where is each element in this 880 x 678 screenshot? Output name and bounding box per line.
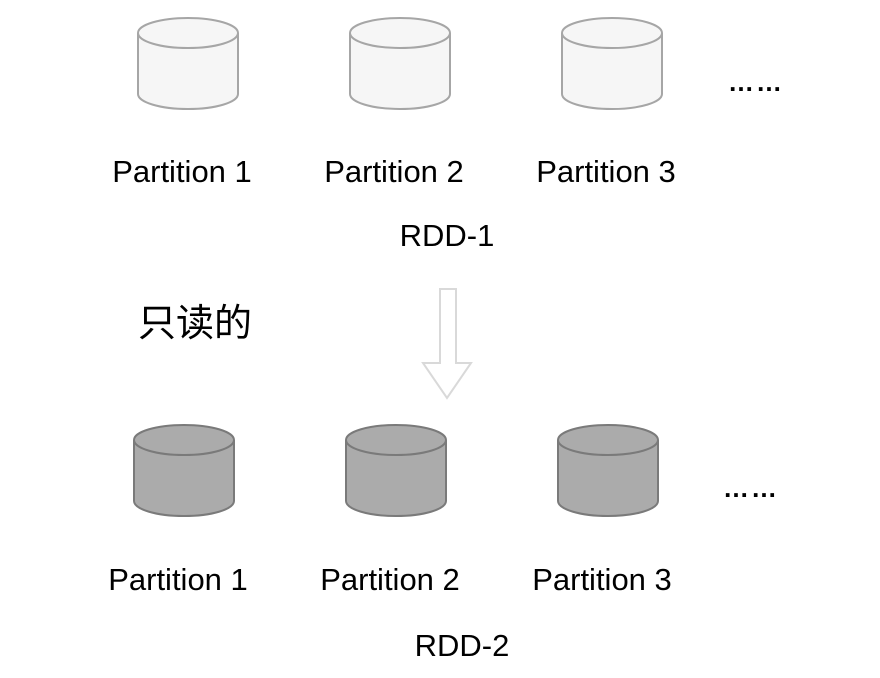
rdd1-partition2-cylinder-icon [349,17,451,110]
rdd1-partition1-cylinder-icon [137,17,239,110]
rdd2-partition1-cylinder-icon [133,424,235,517]
rdd1-partition3-label: Partition 3 [536,154,676,189]
down-arrow-icon [421,288,473,400]
rdd2-partition2-cylinder-icon [345,424,447,517]
rdd2-title: RDD-2 [414,628,510,663]
rdd1-title: RDD-1 [399,218,495,253]
rdd1-partition3-cylinder-icon [561,17,663,110]
rdd2-partition3-cylinder-icon [557,424,659,517]
rdd2-partition2-label: Partition 2 [320,562,460,597]
rdd1-partition1-label: Partition 1 [112,154,252,189]
rdd2-partition3-label: Partition 3 [532,562,672,597]
rdd1-partition2-label: Partition 2 [324,154,464,189]
rdd2-more-partitions-ellipsis: …… [723,473,779,503]
rdd2-partition1-label: Partition 1 [108,562,248,597]
rdd1-more-partitions-ellipsis: …… [728,67,784,97]
readonly-annotation: 只读的 [138,303,253,345]
